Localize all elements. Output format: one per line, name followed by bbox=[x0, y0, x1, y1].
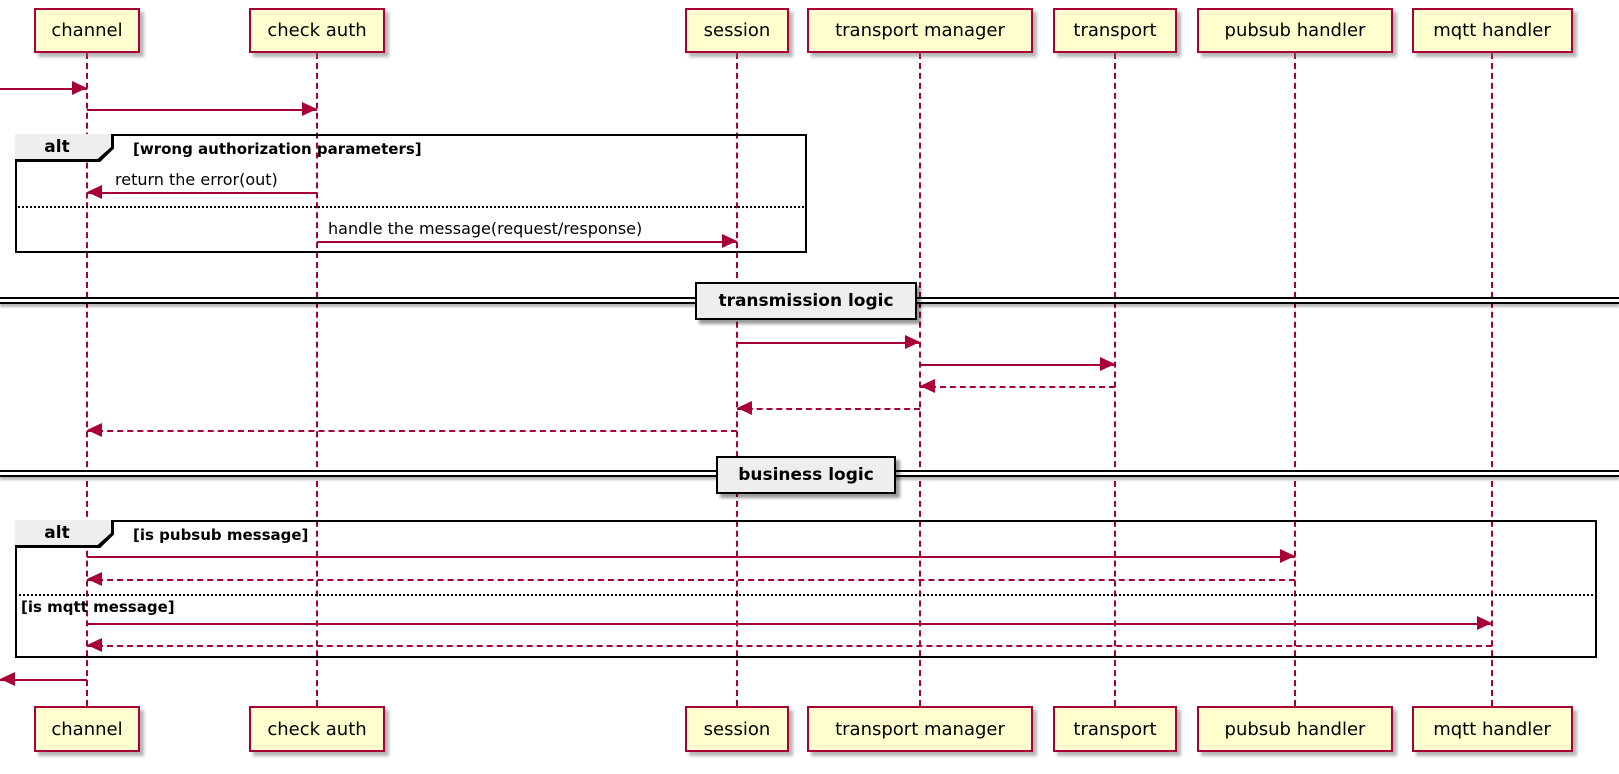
arrowhead-icon bbox=[905, 335, 920, 349]
alt-pentagon-fill bbox=[15, 134, 111, 159]
lifeline-transport bbox=[1114, 53, 1116, 706]
participant-top-check-auth: check auth bbox=[249, 8, 385, 53]
participant-bottom-transport-manager: transport manager bbox=[807, 706, 1033, 752]
message-line bbox=[920, 386, 1115, 388]
participant-bottom-mqtt-handler: mqtt handler bbox=[1411, 706, 1573, 752]
arrowhead-icon bbox=[87, 572, 102, 586]
participant-top-session: session bbox=[685, 8, 789, 53]
message-line bbox=[87, 579, 1295, 581]
alt-fragment bbox=[15, 134, 807, 253]
participant-bottom-transport: transport bbox=[1053, 706, 1177, 752]
arrowhead-icon bbox=[1280, 549, 1295, 563]
else-guard-label: [is mqtt message] bbox=[21, 598, 175, 616]
message-line bbox=[0, 88, 87, 90]
participant-top-mqtt-handler: mqtt handler bbox=[1411, 8, 1573, 53]
alt-pentagon-fill bbox=[15, 520, 111, 545]
participant-bottom-session: session bbox=[685, 706, 789, 752]
arrowhead-icon bbox=[0, 672, 15, 686]
arrowhead-icon bbox=[722, 234, 737, 248]
separator-label: transmission logic bbox=[695, 282, 917, 320]
arrowhead-icon bbox=[72, 81, 87, 95]
message-line bbox=[87, 556, 1295, 558]
lifeline-channel bbox=[86, 53, 88, 706]
else-divider bbox=[15, 594, 1597, 596]
else-divider bbox=[15, 206, 807, 208]
arrowhead-icon bbox=[302, 102, 317, 116]
participant-bottom-pubsub-handler: pubsub handler bbox=[1197, 706, 1393, 752]
alt-operator-label: alt bbox=[44, 523, 70, 543]
message-line bbox=[0, 679, 87, 681]
message-line bbox=[87, 430, 737, 432]
message-label: handle the message(request/response) bbox=[328, 219, 643, 238]
lifeline-pubsub-handler bbox=[1294, 53, 1296, 706]
message-label: return the error(out) bbox=[115, 170, 278, 189]
participant-bottom-channel: channel bbox=[34, 706, 140, 752]
guard-label: [is pubsub message] bbox=[133, 526, 309, 544]
message-line bbox=[920, 364, 1115, 366]
participant-bottom-check-auth: check auth bbox=[249, 706, 385, 752]
participant-top-transport: transport bbox=[1053, 8, 1177, 53]
alt-operator-label: alt bbox=[44, 137, 70, 157]
participant-top-channel: channel bbox=[34, 8, 140, 53]
arrowhead-icon bbox=[87, 423, 102, 437]
lifeline-session bbox=[736, 53, 738, 706]
message-line bbox=[87, 623, 1492, 625]
message-line bbox=[737, 408, 920, 410]
arrowhead-icon bbox=[87, 638, 102, 652]
arrowhead-icon bbox=[87, 185, 102, 199]
message-line bbox=[737, 342, 920, 344]
guard-label: [wrong authorization parameters] bbox=[133, 140, 422, 158]
separator-label: business logic bbox=[716, 456, 896, 494]
participant-top-transport-manager: transport manager bbox=[807, 8, 1033, 53]
message-line bbox=[87, 645, 1492, 647]
participant-top-pubsub-handler: pubsub handler bbox=[1197, 8, 1393, 53]
lifeline-mqtt-handler bbox=[1491, 53, 1493, 706]
alt-fragment bbox=[15, 520, 1597, 658]
message-line bbox=[87, 109, 317, 111]
message-line bbox=[317, 241, 737, 243]
arrowhead-icon bbox=[1477, 616, 1492, 630]
lifeline-check-auth bbox=[316, 53, 318, 706]
arrowhead-icon bbox=[1100, 357, 1115, 371]
message-line bbox=[87, 192, 317, 194]
arrowhead-icon bbox=[737, 401, 752, 415]
arrowhead-icon bbox=[920, 379, 935, 393]
